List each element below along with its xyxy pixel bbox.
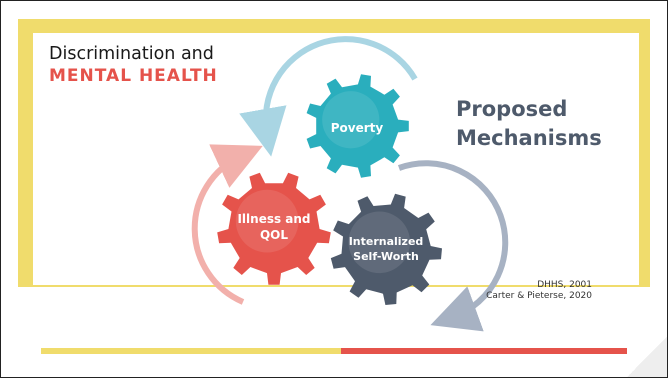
mechanisms-title: Proposed Mechanisms (456, 95, 616, 153)
gear-poverty (306, 74, 409, 178)
gear-illness (217, 172, 331, 285)
accent-bar-yellow (41, 348, 341, 354)
arrow-illness (191, 144, 263, 305)
accent-bar-red (341, 348, 641, 354)
white-bottom-strip (18, 287, 650, 319)
gear-label-illness-line2: QOL (260, 228, 288, 242)
mechanisms-title-line-1: Proposed (456, 97, 568, 121)
citation-1: DHHS, 2001 (537, 280, 592, 290)
gear-body (217, 172, 331, 285)
citation-2: Carter & Pieterse, 2020 (486, 291, 592, 301)
title-line-2: MENTAL HEALTH (49, 66, 218, 86)
gear-body (330, 193, 442, 305)
gear-highlight (235, 189, 299, 253)
citations: DHHS, 2001 Carter & Pieterse, 2020 (486, 280, 592, 302)
gear-label-selfworth-line2: Self-Worth (353, 250, 419, 263)
gear-body (306, 74, 409, 178)
gear-label-illness-line1: Illness and (237, 212, 310, 226)
mechanisms-title-line-2: Mechanisms (456, 126, 602, 150)
gear-self-worth (330, 193, 442, 305)
gear-highlight (348, 211, 411, 274)
arrow-poverty (239, 36, 418, 157)
gear-highlight (322, 91, 380, 149)
arrow-self-worth (397, 160, 509, 332)
page-curl-corner (627, 337, 667, 377)
gear-label-selfworth-line1: Internalized (349, 235, 424, 248)
title-line-1: Discrimination and (49, 44, 214, 64)
slide-title: Discrimination and MENTAL HEALTH (49, 43, 218, 87)
gear-label-poverty-line1: Poverty (331, 121, 384, 135)
